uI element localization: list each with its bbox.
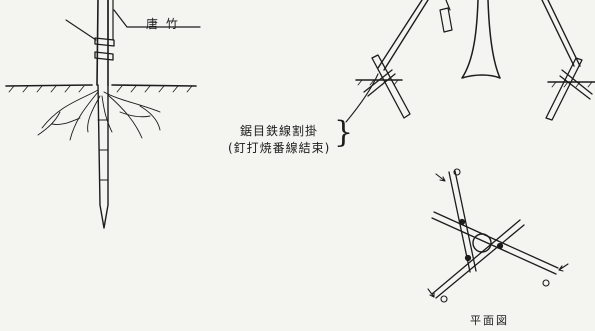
bamboo-stake	[107, 0, 114, 41]
plan-binding-dot-2	[496, 242, 504, 250]
binding-label-brace: }	[334, 115, 354, 150]
left-pole	[377, 0, 429, 71]
ground-hatch-right	[551, 81, 593, 88]
plan-binding-dot-1	[458, 218, 466, 226]
central-trunk	[461, 0, 501, 79]
right-pole	[541, 0, 581, 67]
tree-trunk	[96, 0, 109, 86]
plan-stake-end-right	[542, 279, 550, 287]
plan-trunk-circle	[472, 233, 492, 253]
plan-pole-3	[431, 219, 525, 299]
bamboo-label: 唐 竹	[146, 17, 180, 31]
binding-label-line1: 鋸目鉄線割掛	[240, 124, 319, 138]
joint-leader	[345, 73, 379, 123]
binding-label-line2: (釘打焼番線結束)	[228, 141, 331, 155]
stake-underground	[97, 84, 109, 229]
right-crossbar	[559, 69, 593, 100]
top-binding	[439, 0, 453, 33]
plan-binding-dot-3	[464, 254, 472, 262]
ground-hatch-left	[8, 85, 193, 93]
bamboo-leader-line	[113, 9, 201, 28]
binding-wrap-upper	[94, 37, 115, 47]
plan-stake-end-left	[440, 295, 448, 303]
left-ground-stake	[371, 54, 411, 119]
stake-node-marks	[97, 119, 109, 181]
plan-arrow-top	[435, 173, 446, 182]
plan-stake-end-top	[453, 168, 461, 176]
plan-pole-2	[431, 211, 559, 275]
ground-line-left	[5, 84, 197, 87]
plan-arrow-left	[427, 288, 435, 298]
plan-arrow-right	[558, 263, 569, 272]
single-stake-figure	[5, 0, 201, 229]
plan-view-figure	[427, 168, 569, 303]
binding-wrap-lower	[94, 51, 114, 61]
ground-hatch-mid	[357, 79, 399, 86]
right-ground-stake	[545, 57, 583, 121]
diagonal-pointer	[65, 19, 97, 41]
root-system	[37, 89, 161, 141]
tripod-elevation	[345, 0, 595, 123]
plan-view-label: 平面図	[470, 314, 509, 327]
left-crossbar	[363, 69, 396, 97]
